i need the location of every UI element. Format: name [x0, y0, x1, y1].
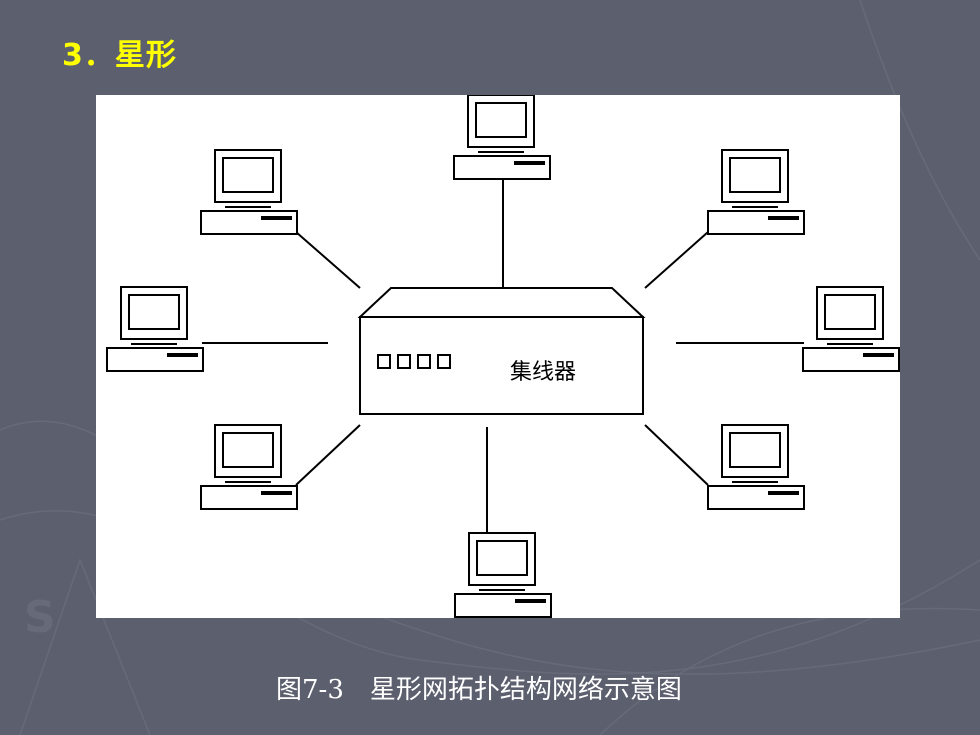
computer-left: [106, 286, 204, 372]
hub-port: [377, 354, 391, 369]
computer-right: [802, 286, 900, 372]
hub: [357, 287, 646, 415]
star-topology-diagram: 集线器: [96, 95, 900, 618]
slide-title: 3．星形: [62, 38, 177, 73]
computer-top: [453, 95, 551, 180]
cable-top-right: [644, 231, 709, 289]
network-cables: [202, 179, 804, 535]
figure-caption: 图7-3 星形网拓扑结构网络示意图: [276, 675, 682, 705]
cable-top-left: [295, 231, 361, 289]
diagram-canvas: [106, 95, 900, 618]
hub-label: 集线器: [510, 360, 577, 385]
hub-ports: [377, 354, 451, 369]
hub-port: [397, 354, 411, 369]
computer-bottom-left: [200, 424, 298, 510]
computer-top-right: [707, 149, 805, 235]
hub-port: [417, 354, 431, 369]
hub-port: [437, 354, 451, 369]
svg-text:S: S: [24, 592, 56, 643]
computer-bottom-right: [707, 424, 805, 510]
cable-bottom-right: [644, 424, 709, 486]
cable-bottom-left: [295, 424, 361, 486]
computer-bottom: [454, 532, 552, 618]
computer-top-left: [200, 149, 298, 235]
